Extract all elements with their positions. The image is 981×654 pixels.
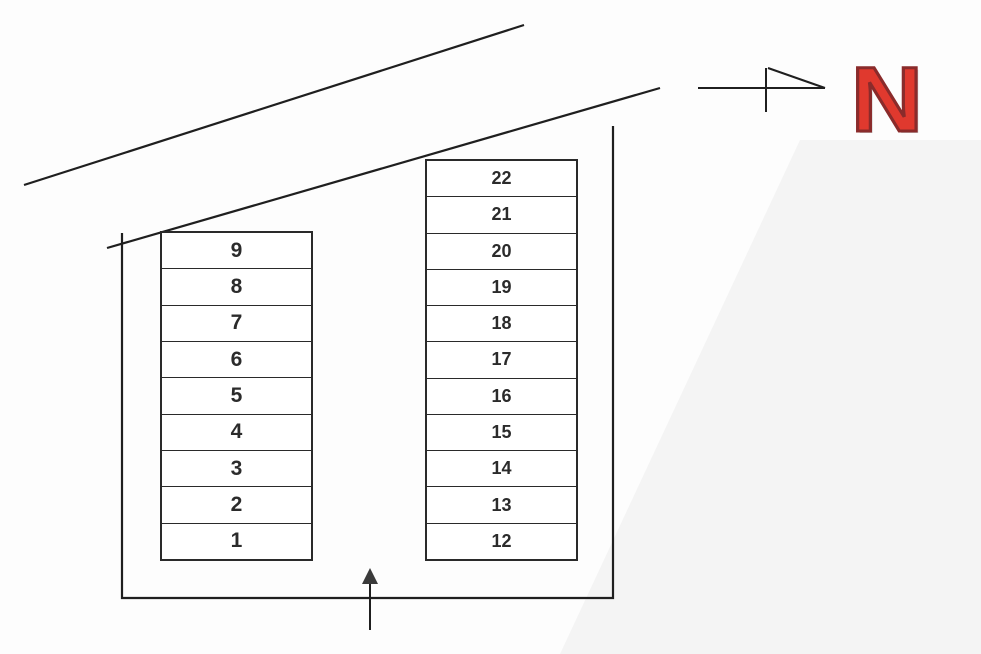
parking-stall: 12 (491, 530, 512, 551)
parking-stall: 16 (427, 379, 576, 415)
road-edge-upper (23, 23, 525, 187)
parking-stall: 18 (427, 306, 576, 343)
parking-stall: 7 (162, 306, 311, 342)
parking-stall: 13 (427, 487, 576, 524)
entrance-arrow-icon (362, 568, 378, 630)
parking-stall: 17 (427, 342, 576, 379)
parking-stall: 1 (230, 529, 243, 553)
road-edge-lower (106, 86, 661, 250)
parking-stall: 19 (427, 270, 576, 307)
parking-stall: 22 (427, 161, 576, 198)
left-parking-column: 9 8 7 6 5 4 3 2 1 (160, 231, 313, 561)
lot-boundary (120, 126, 615, 600)
parking-stall: 8 (162, 269, 311, 306)
parking-stall: 3 (162, 451, 311, 488)
north-letter: N (849, 49, 924, 151)
parking-stall: 14 (427, 451, 576, 488)
right-parking-column: 22 21 20 19 18 17 16 15 14 13 12 (425, 159, 578, 561)
parking-stall: 4 (162, 415, 311, 451)
parking-stall: 20 (427, 234, 576, 270)
north-arrow-icon (698, 67, 826, 112)
parking-stall: 6 (162, 342, 311, 379)
parking-stall: 9 (162, 233, 311, 270)
parking-stall: 5 (162, 378, 311, 415)
parking-stall: 21 (427, 197, 576, 234)
parking-stall: 2 (162, 487, 311, 524)
parking-stall: 15 (427, 415, 576, 452)
